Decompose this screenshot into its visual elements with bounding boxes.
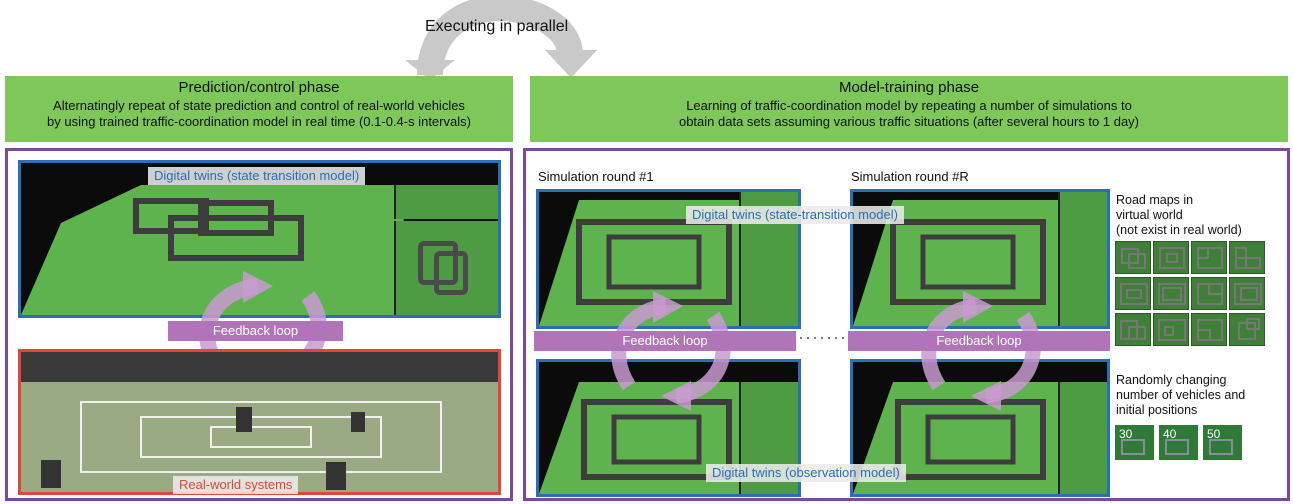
vehicle-count-50: 50 <box>1207 427 1221 441</box>
digital-twin-screen <box>18 160 501 318</box>
road-map-thumb <box>1153 313 1189 346</box>
real-world-label: Real-world systems <box>173 476 299 494</box>
sim-round-r-label: Simulation round #R <box>851 169 969 184</box>
left-phase-desc-1: Alternatingly repeat of state prediction… <box>53 98 465 113</box>
virtual-inset-top <box>394 185 498 219</box>
road-map-thumb <box>1229 277 1265 310</box>
virtual-inset-map <box>394 221 498 315</box>
road-map-thumb <box>1115 241 1151 274</box>
left-panel: Digital twins (state transition model) F… <box>5 148 513 501</box>
road-map-thumb <box>1191 313 1227 346</box>
vehicle-count-thumb: 50 <box>1203 425 1242 460</box>
right-panel: Simulation round #1 Simulation round #R … <box>523 148 1290 501</box>
road-map-thumb <box>1153 241 1189 274</box>
feedback-loop-2-icon <box>921 291 1041 411</box>
dt-observation-label: Digital twins (observation model) <box>706 464 906 482</box>
road-map-thumb <box>1115 277 1151 310</box>
feedback-bar-1: Feedback loop <box>534 331 796 351</box>
road-map-thumb <box>1153 277 1189 310</box>
executing-parallel-label: Executing in parallel <box>425 18 569 35</box>
road-map-thumb <box>1191 277 1227 310</box>
vehicle-count-40: 40 <box>1163 427 1177 441</box>
feedback-bar-2: Feedback loop <box>848 331 1110 351</box>
vehicle-count-thumb: 30 <box>1115 425 1154 460</box>
left-digital-twins-label: Digital twins (state transition model) <box>148 167 366 185</box>
ellipsis-dots: ······· <box>798 327 847 347</box>
left-phase-header: Prediction/control phase Alternatingly r… <box>5 76 513 142</box>
road-map-thumb <box>1191 241 1227 274</box>
left-feedback-label: Feedback loop <box>168 321 343 341</box>
road-maps-line-2: virtual world <box>1116 208 1183 222</box>
vehicle-count-thumb: 40 <box>1159 425 1198 460</box>
virtual-field <box>21 185 411 315</box>
road-maps-line-3: (not exist in real world) <box>1116 223 1242 237</box>
right-phase-desc-2: obtain data sets assuming various traffi… <box>678 114 1140 129</box>
road-map-thumb <box>1229 313 1265 346</box>
random-line-2: number of vehicles and <box>1116 388 1246 402</box>
real-world-screen <box>18 349 501 495</box>
right-phase-header: Model-training phase Learning of traffic… <box>530 76 1288 142</box>
random-line-1: Randomly changing <box>1116 373 1227 387</box>
random-line-3: initial positions <box>1116 403 1198 417</box>
right-phase-desc-1: Learning of traffic-coordination model b… <box>686 98 1132 113</box>
left-phase-desc-2: by using trained traffic-coordination mo… <box>47 114 471 129</box>
vehicle-count-30: 30 <box>1119 427 1133 441</box>
road-map-thumb <box>1229 241 1265 274</box>
parallel-arrow-icon <box>405 0 597 80</box>
feedback-loop-1-icon <box>611 291 731 411</box>
left-phase-title: Prediction/control phase <box>178 79 340 96</box>
sim-round-1-label: Simulation round #1 <box>538 169 654 184</box>
road-map-thumb <box>1115 313 1151 346</box>
road-maps-line-1: Road maps in <box>1116 193 1194 207</box>
dt-state-transition-label: Digital twins (state-transition model) <box>686 206 904 224</box>
right-phase-title: Model-training phase <box>838 79 980 96</box>
real-world-floor <box>21 352 498 492</box>
